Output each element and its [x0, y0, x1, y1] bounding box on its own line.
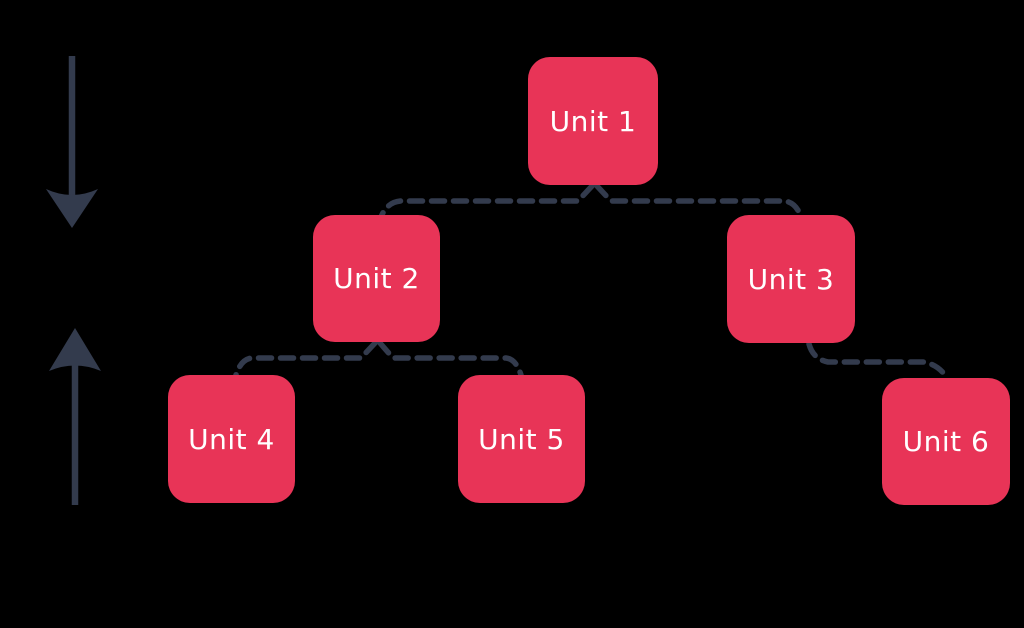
down-arrow-icon [46, 56, 98, 228]
edge-unit2-unit4 [233, 340, 378, 378]
node-unit-1-label: Unit 1 [549, 104, 637, 138]
edge-unit3-unit6 [806, 341, 950, 381]
node-unit-4: Unit 4 [168, 375, 295, 503]
node-unit-2: Unit 2 [313, 215, 440, 342]
node-unit-4-label: Unit 4 [188, 422, 275, 456]
node-unit-3-label: Unit 3 [747, 262, 835, 296]
up-arrow-icon [49, 328, 101, 505]
edge-unit2-unit5 [377, 340, 524, 378]
node-unit-5: Unit 5 [458, 375, 585, 503]
node-unit-6-label: Unit 6 [902, 425, 990, 458]
node-unit-6: Unit 6 [882, 378, 1010, 505]
down-arrow-head [46, 189, 98, 228]
node-unit-3: Unit 3 [727, 215, 855, 343]
edge-unit1-unit2 [378, 183, 595, 220]
node-unit-1: Unit 1 [528, 57, 658, 185]
dashed-connectors [233, 183, 950, 381]
node-unit-2-label: Unit 2 [333, 262, 420, 295]
up-arrow-head [49, 328, 101, 371]
edge-unit1-unit3 [594, 183, 804, 220]
node-unit-5-label: Unit 5 [478, 422, 565, 456]
